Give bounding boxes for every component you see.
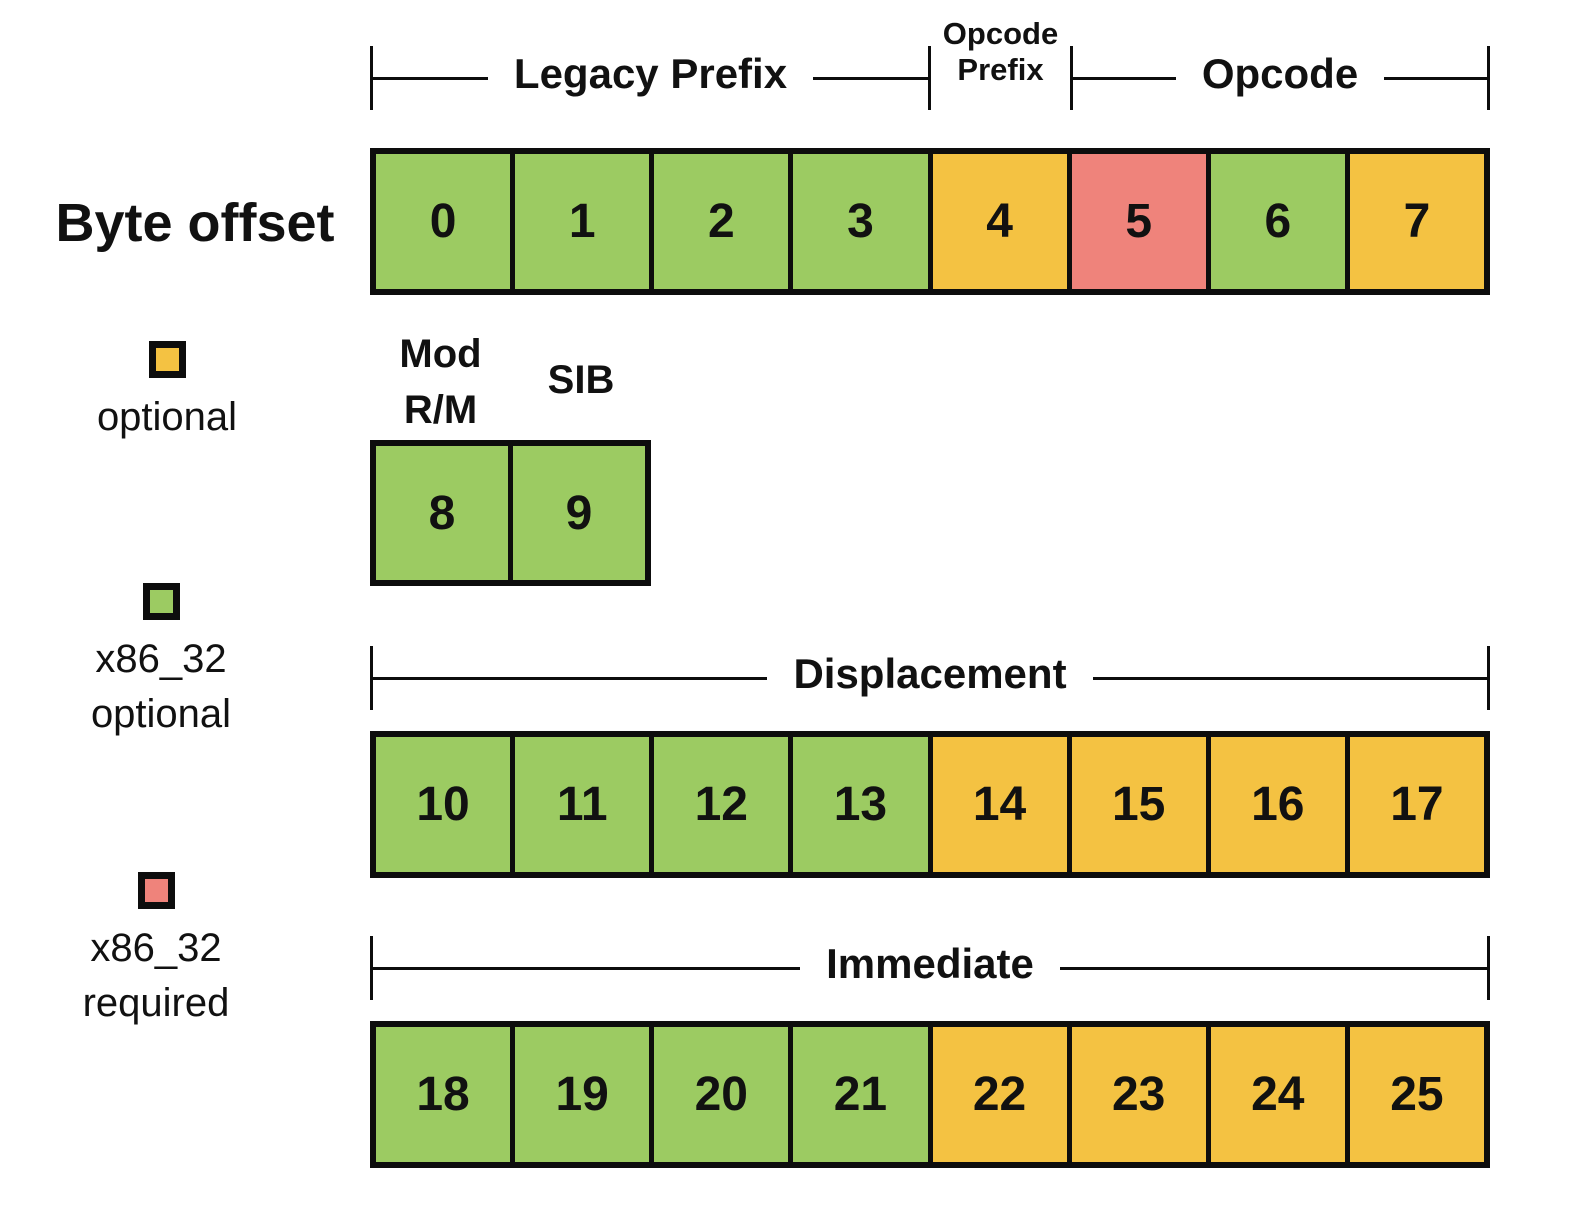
byte-cell-13: 13 bbox=[788, 737, 928, 872]
byte-cell-9: 9 bbox=[508, 446, 645, 580]
sib-label: SIB bbox=[547, 358, 615, 402]
bracket-tick bbox=[1487, 936, 1490, 1000]
byte-cell-18: 18 bbox=[376, 1027, 511, 1162]
legend-item-x86-32-required: x86_32 required bbox=[36, 872, 276, 1031]
legacy-prefix-segment: Legacy Prefix bbox=[373, 46, 928, 110]
byte-cell-6: 6 bbox=[1205, 154, 1345, 289]
opcode-prefix-label: Opcode Prefix bbox=[942, 16, 1059, 87]
bracket-line bbox=[813, 76, 928, 80]
bracket-tick bbox=[928, 46, 931, 110]
byte-cell-14: 14 bbox=[927, 737, 1067, 872]
bracket-line bbox=[1384, 76, 1488, 80]
bracket-line bbox=[1059, 966, 1487, 970]
byte-cell-4: 4 bbox=[927, 154, 1067, 289]
bracket-line bbox=[373, 966, 801, 970]
bracket-line bbox=[373, 76, 488, 80]
opcode-label: Opcode bbox=[1201, 50, 1359, 97]
bracket-line bbox=[1092, 676, 1488, 680]
byte-cell-19: 19 bbox=[510, 1027, 650, 1162]
bracket-tick bbox=[370, 46, 373, 110]
legend-label-x86-32-optional: x86_32 optional bbox=[90, 637, 232, 736]
byte-cell-0: 0 bbox=[376, 154, 511, 289]
modrm-label: Mod R/M bbox=[399, 332, 482, 432]
byte-cell-11: 11 bbox=[510, 737, 650, 872]
legend-label-x86-32-required: x86_32 required bbox=[82, 926, 230, 1025]
byte-cell-12: 12 bbox=[649, 737, 789, 872]
immediate-bracket: Immediate bbox=[370, 936, 1490, 1000]
byte-cell-2: 2 bbox=[649, 154, 789, 289]
byte-cell-21: 21 bbox=[788, 1027, 928, 1162]
immediate-segment: Immediate bbox=[373, 936, 1487, 1000]
legend-item-x86-32-optional: x86_32 optional bbox=[41, 583, 281, 742]
bracket-tick bbox=[1487, 646, 1490, 710]
byte-cell-22: 22 bbox=[927, 1027, 1067, 1162]
byte-cell-20: 20 bbox=[649, 1027, 789, 1162]
byte-cell-15: 15 bbox=[1066, 737, 1206, 872]
x86-32-required-swatch bbox=[137, 872, 175, 909]
byte-cell-23: 23 bbox=[1066, 1027, 1206, 1162]
byte-cell-7: 7 bbox=[1344, 154, 1484, 289]
byte-cell-25: 25 bbox=[1344, 1027, 1484, 1162]
x86-32-optional-swatch bbox=[142, 583, 180, 620]
byte-offset-label: Byte offset bbox=[55, 193, 335, 253]
immediate-label: Immediate bbox=[826, 940, 1034, 987]
displacement-segment: Displacement bbox=[373, 646, 1488, 710]
byte-cell-3: 3 bbox=[788, 154, 928, 289]
byte-cell-24: 24 bbox=[1205, 1027, 1345, 1162]
displacement-label: Displacement bbox=[793, 650, 1067, 697]
byte-cell-8: 8 bbox=[376, 446, 508, 580]
legacy-prefix-label: Legacy Prefix bbox=[513, 50, 788, 97]
bracket-tick bbox=[1070, 46, 1073, 110]
legend-label-optional: optional bbox=[96, 395, 238, 439]
optional-swatch bbox=[148, 341, 186, 378]
displacement-bracket: Displacement bbox=[370, 646, 1490, 710]
byte-cell-1: 1 bbox=[510, 154, 650, 289]
bracket-tick bbox=[370, 646, 373, 710]
top-bracket: Legacy Prefix Opcode Prefix Opcode bbox=[370, 16, 1490, 110]
bracket-tick bbox=[1487, 46, 1490, 110]
byte-cell-5: 5 bbox=[1066, 154, 1206, 289]
legend-item-optional: optional bbox=[47, 341, 287, 445]
byte-cell-16: 16 bbox=[1205, 737, 1345, 872]
bracket-tick bbox=[370, 936, 373, 1000]
byte-cell-10: 10 bbox=[376, 737, 511, 872]
byte-cell-17: 17 bbox=[1344, 737, 1484, 872]
opcode-segment: Opcode bbox=[1073, 46, 1488, 110]
bracket-line bbox=[373, 676, 768, 680]
bracket-line bbox=[1073, 76, 1176, 80]
